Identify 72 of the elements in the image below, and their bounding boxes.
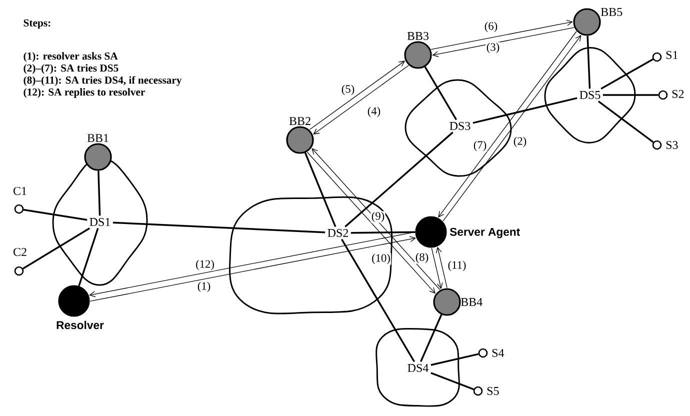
connector-line: [22, 228, 90, 270]
terminal-circle: [14, 266, 24, 276]
node-label: Resolver: [56, 320, 104, 330]
terminal-circle: [14, 204, 24, 214]
connector-line: [112, 222, 326, 234]
node-label: Server Agent: [450, 228, 520, 238]
cloud-label: DS3: [450, 122, 470, 130]
connector-line: [23, 208, 88, 221]
node-label: BB2: [289, 117, 310, 125]
edge-label: (12): [194, 259, 216, 271]
connector-line: [78, 228, 99, 286]
node-label: S2: [672, 90, 684, 98]
node-label: S5: [487, 386, 499, 396]
node-label: C2: [14, 248, 26, 256]
connector-line: [98, 170, 101, 216]
node-circle: [404, 41, 432, 69]
connector-line: [304, 152, 336, 228]
node-label: BB5: [600, 8, 622, 16]
node-label: BB3: [407, 32, 429, 40]
node-label: BB4: [460, 298, 482, 306]
node-label: BB1: [87, 134, 108, 142]
step-text: (2)–(7): SA tries DS5: [24, 64, 118, 74]
edge-label: (5): [340, 84, 356, 96]
connector-line: [472, 97, 578, 124]
connector-line: [424, 66, 458, 120]
terminal-circle: [658, 90, 668, 100]
node-label: S4: [492, 348, 504, 358]
heading: Steps:: [24, 19, 50, 29]
node-circle: [286, 126, 314, 154]
node-circle: [433, 288, 461, 316]
node-circle: [415, 216, 447, 248]
terminal-circle: [652, 140, 662, 150]
node-label: C1: [14, 186, 26, 196]
terminal-circle: [478, 348, 488, 358]
arrow: [430, 20, 573, 50]
cloud-label: DS4: [408, 364, 428, 372]
connector-line: [430, 353, 479, 366]
step-text: (8)–(11): SA tries DS4, if necessary: [24, 76, 182, 86]
edge-label: (2): [512, 136, 528, 148]
arrow: [431, 248, 443, 290]
connector-line: [344, 132, 454, 228]
node-circle: [58, 285, 90, 317]
step-text: (12): SA replies to resolver: [24, 88, 145, 98]
edge-label: (3): [486, 42, 500, 54]
connector-line: [350, 231, 416, 234]
terminal-circle: [652, 52, 662, 62]
connector-line: [602, 94, 658, 96]
arrow: [432, 27, 574, 58]
terminal-circle: [473, 386, 483, 396]
step-text: (1): resolver asks SA: [24, 52, 118, 62]
node-circle: [84, 143, 112, 171]
connector-line: [598, 100, 654, 143]
connector-line: [586, 36, 591, 89]
edge-label: (8): [414, 252, 430, 264]
edge-label: (10): [370, 253, 392, 265]
cloud-label: DS2: [328, 228, 348, 238]
edge-label: (1): [196, 281, 212, 293]
connector-line: [430, 372, 474, 390]
node-label: S3: [666, 140, 678, 150]
arrow: [436, 246, 448, 288]
edge-label: (7): [472, 140, 488, 152]
cloud-label: DS5: [580, 90, 600, 100]
node-circle: [573, 8, 601, 36]
cloud-label: DS1: [90, 218, 110, 226]
edge-label: (9): [370, 211, 386, 223]
connector-line: [340, 238, 416, 362]
node-label: S1: [666, 50, 678, 60]
edge-label: (4): [366, 106, 382, 118]
edge-label: (11): [447, 260, 467, 272]
connector-line: [420, 314, 442, 362]
connector-line: [600, 58, 654, 90]
edge-label: (6): [484, 21, 498, 33]
